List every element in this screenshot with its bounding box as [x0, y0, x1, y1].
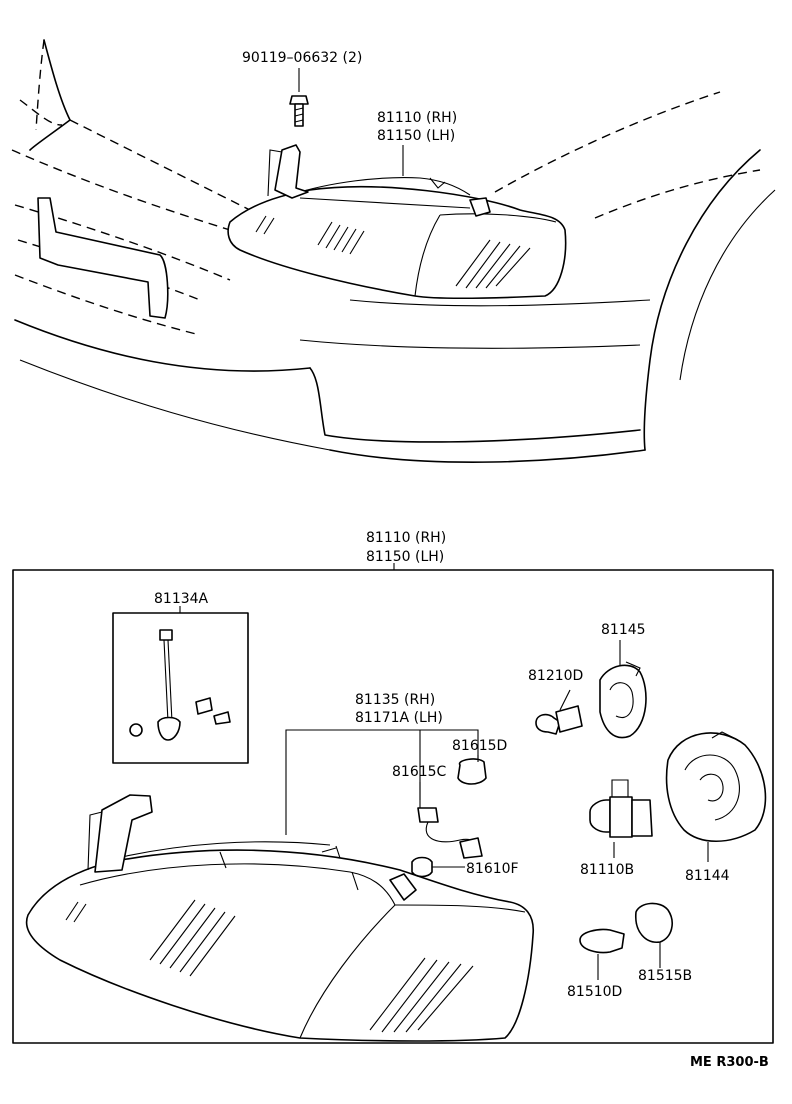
assembly-frame — [12, 569, 774, 1044]
part-81110B-label: 81110B — [580, 862, 634, 878]
socket-lh-number: 81171A (LH) — [355, 710, 443, 726]
assembly-lh-number: 81150 (LH) — [366, 549, 444, 565]
bolt-icon — [289, 95, 309, 127]
vehicle-front-view — [11, 39, 776, 463]
part-81615C-label: 81615C — [392, 764, 447, 780]
dust-cap-81144 — [665, 731, 767, 862]
part-81510D-label: 81510D — [567, 984, 622, 1000]
reference-code: ME R300-B — [690, 1055, 769, 1070]
part-81610F-label: 81610F — [466, 861, 519, 877]
part-81515B-label: 81515B — [638, 968, 692, 984]
small-bulb-81210D — [535, 689, 583, 735]
wedge-bulb-81510D — [579, 928, 625, 980]
dust-cap-81145 — [599, 661, 647, 739]
socket-rh-number: 81135 (RH) — [355, 692, 435, 708]
socket-81515B — [635, 902, 673, 968]
part-81210D-label: 81210D — [528, 668, 583, 684]
part-81144-label: 81144 — [685, 868, 730, 884]
headlamp-assembly — [25, 729, 535, 1042]
adjuster-part-number: 81134A — [154, 591, 209, 607]
part-81615D-label: 81615D — [452, 738, 507, 754]
top-headlamp-rh-number: 81110 (RH) — [377, 110, 457, 126]
top-headlamp-lh-number: 81150 (LH) — [377, 128, 455, 144]
adjuster-inset: 81134A — [112, 591, 249, 764]
socket-wire-assembly — [411, 758, 487, 878]
assembly-rh-number: 81110 (RH) — [366, 530, 446, 546]
part-81145-label: 81145 — [601, 622, 646, 638]
bolt-part-number: 90119–06632 (2) — [242, 50, 362, 66]
h4-bulb — [589, 779, 653, 858]
